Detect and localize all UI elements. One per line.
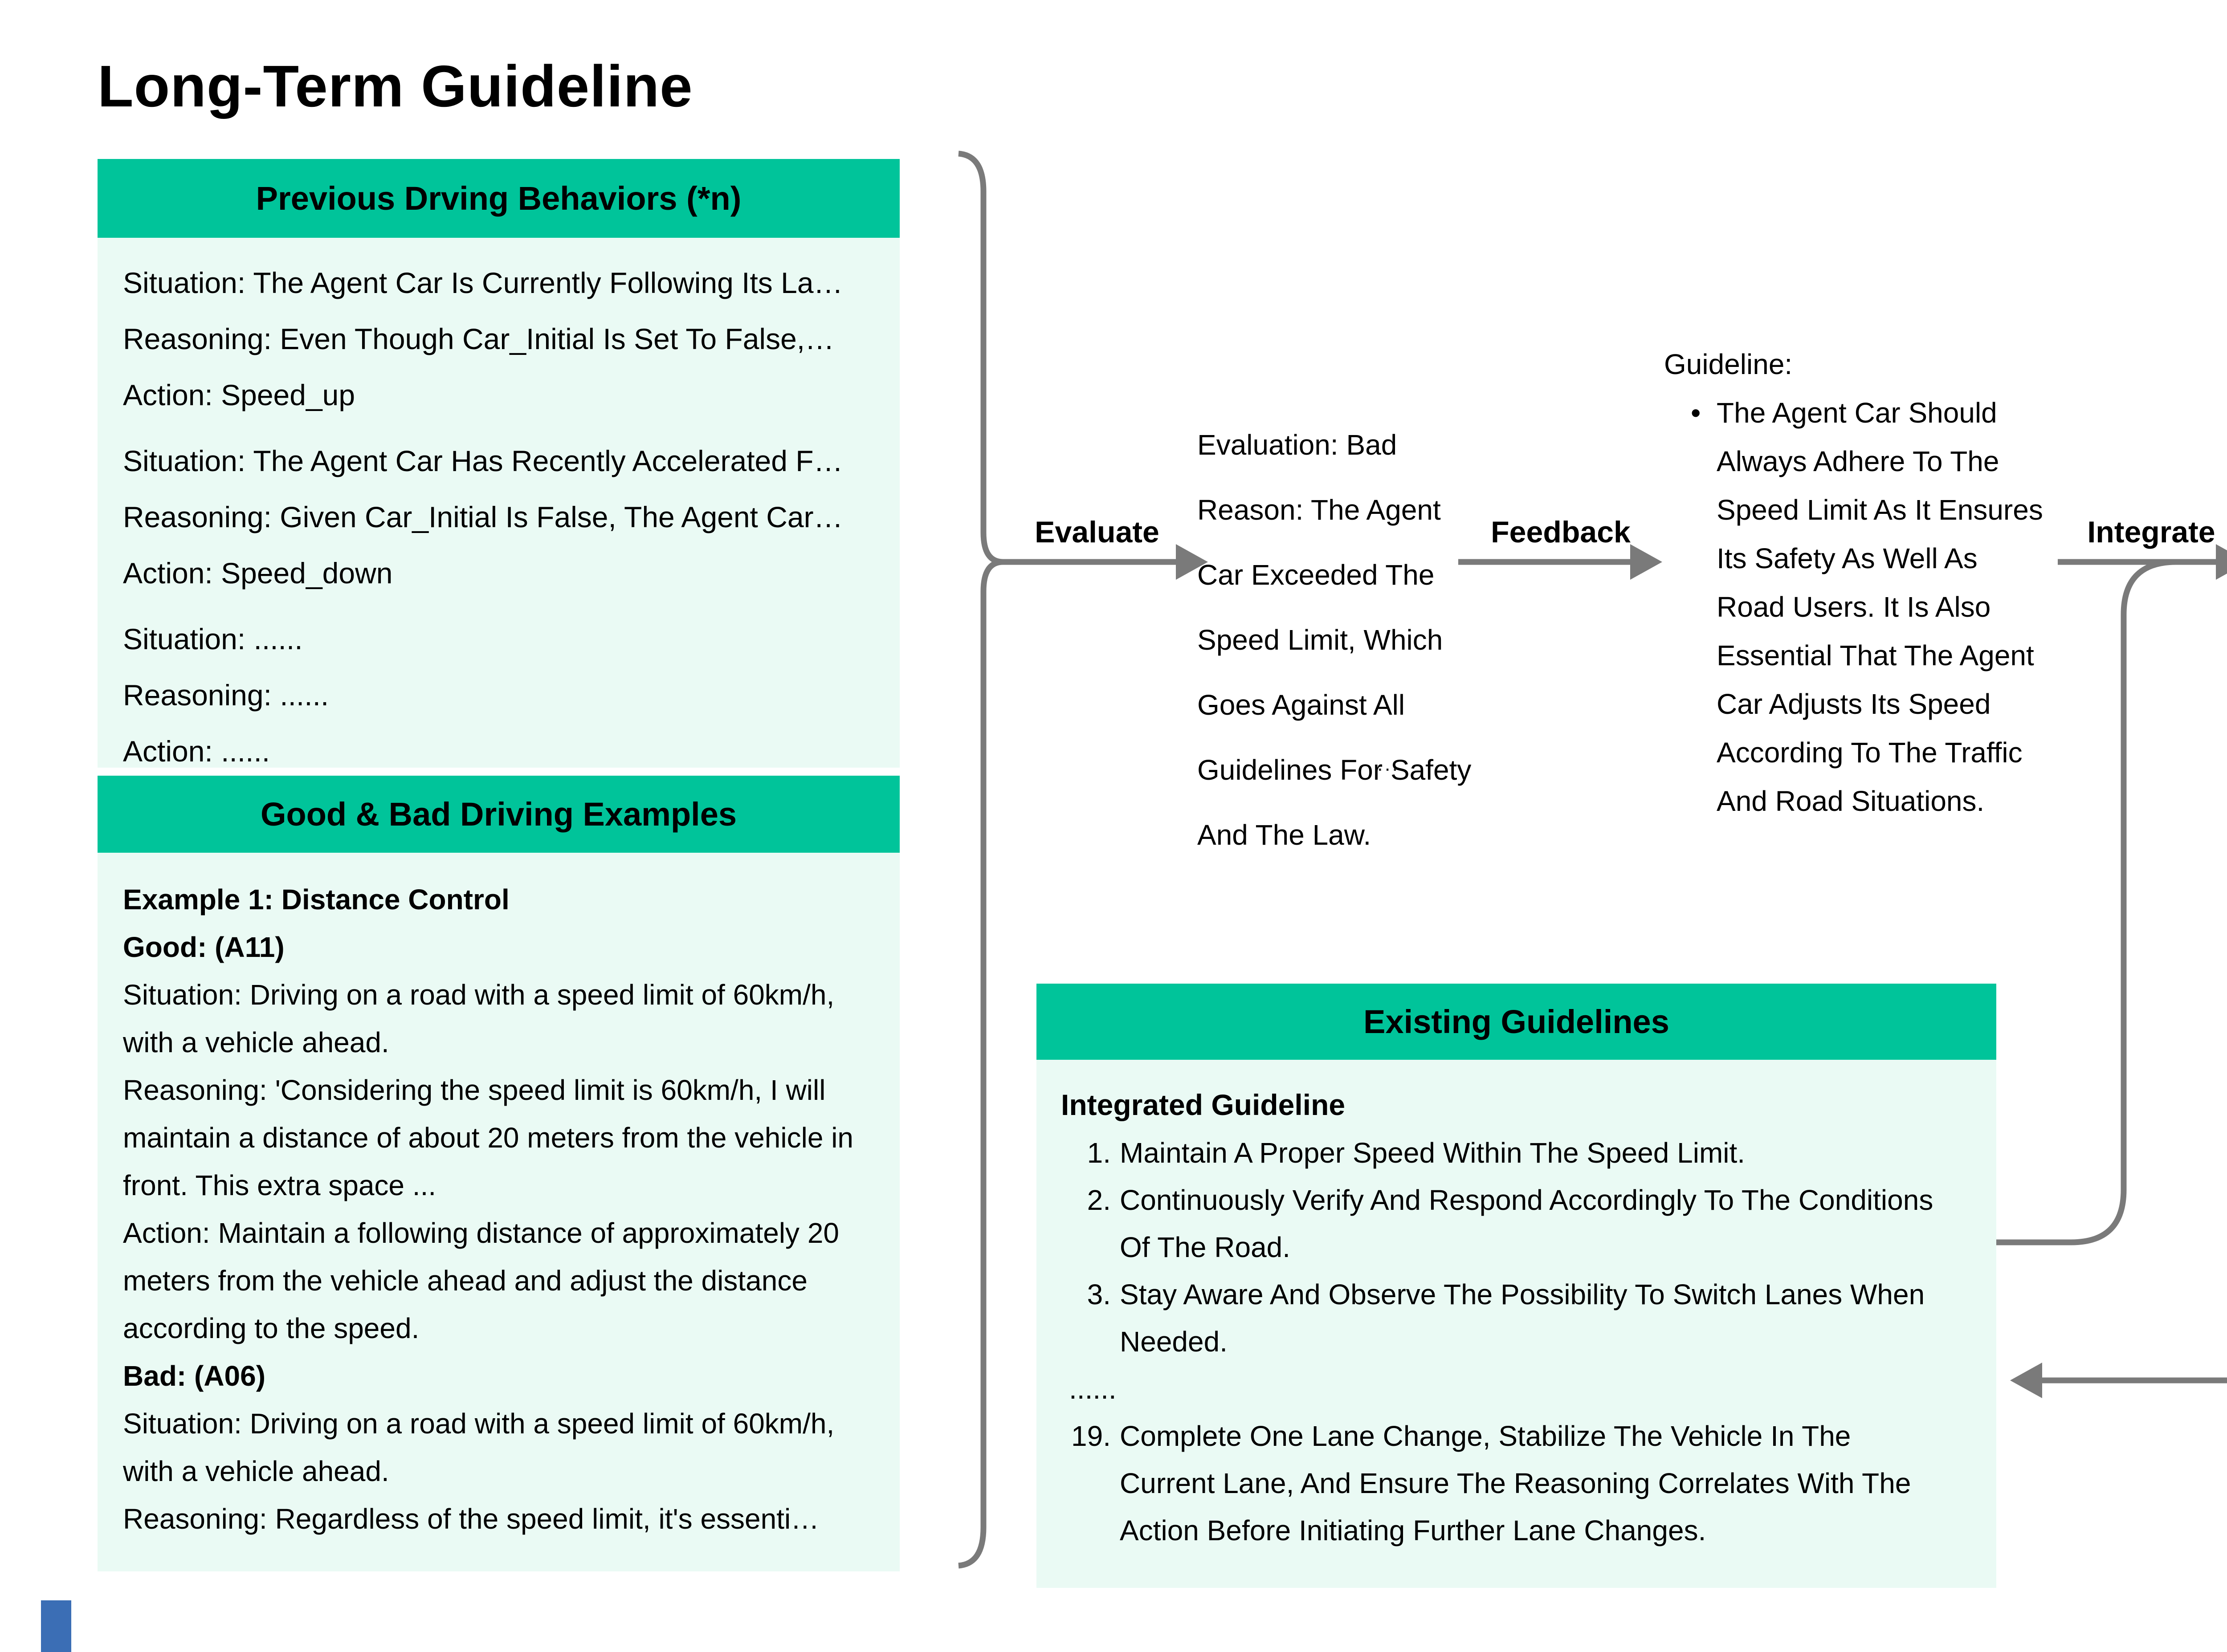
feedback-guideline-block: Guideline: • The Agent Car Should Always… bbox=[1664, 340, 2109, 826]
integrated-to-existing-connector bbox=[2042, 1377, 2227, 1383]
example-line: Reasoning: Regardless of the speed limit… bbox=[123, 1503, 820, 1535]
evaluation-text-block: Evaluation: Bad Reason: The Agent Car Ex… bbox=[1197, 412, 1493, 867]
driving-examples-header: Good & Bad Driving Examples bbox=[98, 776, 900, 853]
guideline-item: 1. Maintain A Proper Speed Within The Spe… bbox=[1061, 1129, 1978, 1176]
item-text: Complete One Lane Change, Stabilize The … bbox=[1120, 1420, 1911, 1546]
feedback-arrowhead-icon bbox=[1630, 544, 1662, 580]
bullet-icon: • bbox=[1691, 397, 1701, 429]
behavior-group: Situation: The Agent Car Is Currently Fo… bbox=[123, 255, 874, 423]
item-text: Stay Aware And Observe The Possibility T… bbox=[1120, 1278, 1925, 1358]
behavior-line: Reasoning: Given Car_Initial Is False, T… bbox=[123, 500, 843, 533]
item-number: 1. bbox=[1087, 1137, 1111, 1169]
behavior-line: Situation: The Agent Car Has Recently Ac… bbox=[123, 444, 843, 477]
item-text: Maintain A Proper Speed Within The Speed… bbox=[1120, 1137, 1746, 1169]
example-line: Situation: Driving on a road with a spee… bbox=[123, 979, 835, 1058]
feedback-label: Feedback bbox=[1491, 515, 1631, 549]
example-line: Reasoning: 'Considering the speed limit … bbox=[123, 1074, 853, 1201]
item-text: Continuously Verify And Respond Accordin… bbox=[1120, 1184, 1933, 1263]
evaluation-result-line: Evaluation: Bad bbox=[1197, 429, 1397, 461]
behavior-line: Reasoning: ...... bbox=[123, 679, 329, 712]
existing-to-integrate-connector bbox=[1996, 559, 2177, 1245]
brace-connector bbox=[958, 151, 1003, 1569]
previous-behaviors-header: Previous Drving Behaviors (*n) bbox=[98, 159, 900, 238]
evaluation-ellipsis: ... bbox=[1377, 752, 1400, 775]
item-number: 19. bbox=[1071, 1420, 1111, 1452]
behavior-line: Situation: ...... bbox=[123, 623, 303, 655]
previous-behaviors-content: Situation: The Agent Car Is Currently Fo… bbox=[98, 238, 900, 768]
guideline-title: Guideline: bbox=[1664, 348, 1793, 380]
example-line: Situation: Driving on a road with a spee… bbox=[123, 1408, 835, 1487]
guideline-item: 2. Continuously Verify And Respond Accord… bbox=[1061, 1176, 1978, 1271]
example-line: Good: (A11) bbox=[123, 931, 285, 963]
item-number: 3. bbox=[1087, 1278, 1111, 1310]
evaluate-label: Evaluate bbox=[1035, 515, 1159, 549]
list-ellipsis-line: ...... bbox=[1069, 1373, 1117, 1405]
behavior-line: Action: ...... bbox=[123, 735, 270, 768]
evaluate-arrowhead-icon bbox=[1176, 544, 1208, 580]
existing-guidelines-box: Existing Guidelines Integrated Guideline… bbox=[1036, 984, 1996, 1588]
example-line: Bad: (A06) bbox=[123, 1360, 266, 1392]
guideline-bullet-text: The Agent Car Should Always Adhere To Th… bbox=[1717, 397, 2043, 817]
existing-guidelines-subtitle: Integrated Guideline bbox=[1061, 1088, 1346, 1121]
example-line: Example 1: Distance Control bbox=[123, 883, 510, 916]
behavior-line: Action: Speed_up bbox=[123, 378, 355, 411]
example-line: Action: Maintain a following distance of… bbox=[123, 1217, 839, 1344]
behavior-group: Situation: ...... Reasoning: ...... Action… bbox=[123, 611, 874, 779]
guideline-bullet-item: • The Agent Car Should Always Adhere To … bbox=[1664, 389, 2109, 826]
existing-guidelines-header: Existing Guidelines bbox=[1036, 984, 1996, 1060]
integrate-label: Integrate bbox=[2087, 515, 2215, 549]
guideline-item: 19. Complete One Lane Change, Stabilize T… bbox=[1061, 1412, 1978, 1554]
behavior-line: Reasoning: Even Though Car_Initial Is Se… bbox=[123, 322, 835, 355]
integrate-arrowhead-icon bbox=[2216, 544, 2227, 580]
existing-guidelines-list: 1. Maintain A Proper Speed Within The Spe… bbox=[1061, 1129, 1978, 1554]
behavior-line: Situation: The Agent Car Is Currently Fo… bbox=[123, 266, 843, 299]
stray-blue-mark bbox=[41, 1600, 71, 1652]
evaluation-reason-text: Reason: The Agent Car Exceeded The Speed… bbox=[1197, 494, 1472, 851]
page-title: Long-Term Guideline bbox=[98, 53, 693, 119]
item-number: 2. bbox=[1087, 1184, 1111, 1216]
driving-examples-box: Good & Bad Driving Examples Example 1: D… bbox=[98, 776, 900, 1571]
existing-guidelines-content: Integrated Guideline 1. Maintain A Proper… bbox=[1036, 1060, 1996, 1588]
behavior-line: Action: Speed_down bbox=[123, 557, 393, 590]
previous-behaviors-box: Previous Drving Behaviors (*n) Situation… bbox=[98, 159, 900, 768]
integrated-to-existing-arrowhead-icon bbox=[2010, 1363, 2042, 1398]
behavior-group: Situation: The Agent Car Has Recently Ac… bbox=[123, 433, 874, 601]
guideline-item: 3. Stay Aware And Observe The Possibility… bbox=[1061, 1271, 1978, 1365]
